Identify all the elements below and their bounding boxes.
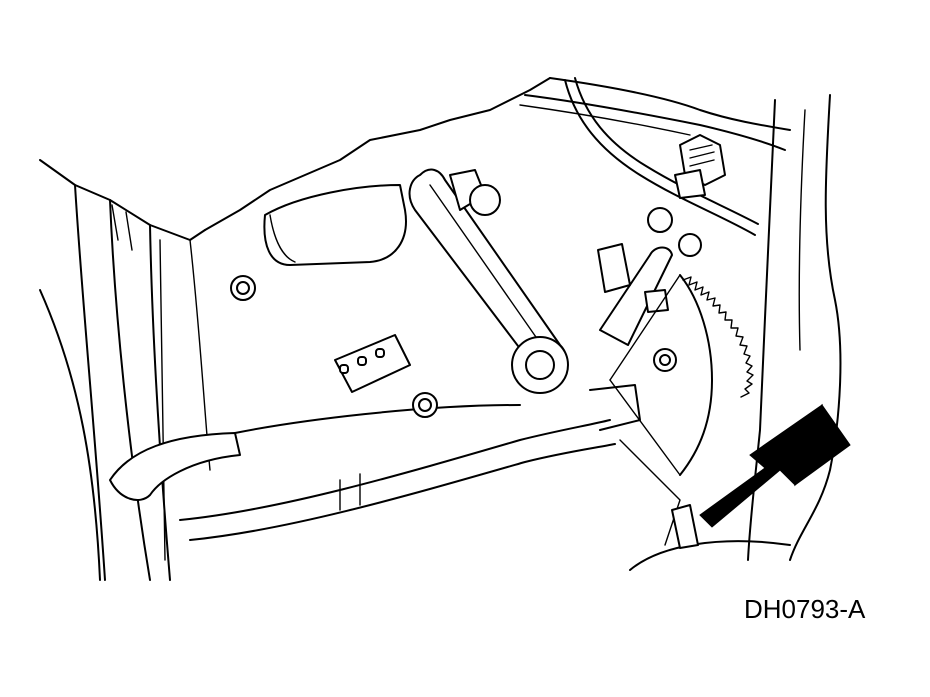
lever-clip	[597, 243, 669, 313]
figure-code: DH0793-A	[744, 594, 866, 624]
callout-arrow-icon	[699, 403, 851, 528]
mount-bolts	[230, 233, 702, 418]
return-spring	[674, 134, 726, 199]
floor-tube	[179, 419, 616, 541]
left-panel	[39, 159, 211, 581]
brake-pedal-pad	[109, 404, 521, 501]
top-fastener	[449, 169, 501, 216]
mounting-bracket	[334, 334, 411, 393]
floor-hump	[629, 504, 791, 571]
lower-mount	[589, 384, 681, 546]
brake-cable	[564, 77, 759, 236]
right-pillar	[747, 94, 842, 561]
dash-outline	[204, 77, 791, 231]
release-handle	[263, 184, 407, 266]
brake-lever-arm	[408, 168, 673, 394]
ratchet-sector	[609, 274, 754, 476]
